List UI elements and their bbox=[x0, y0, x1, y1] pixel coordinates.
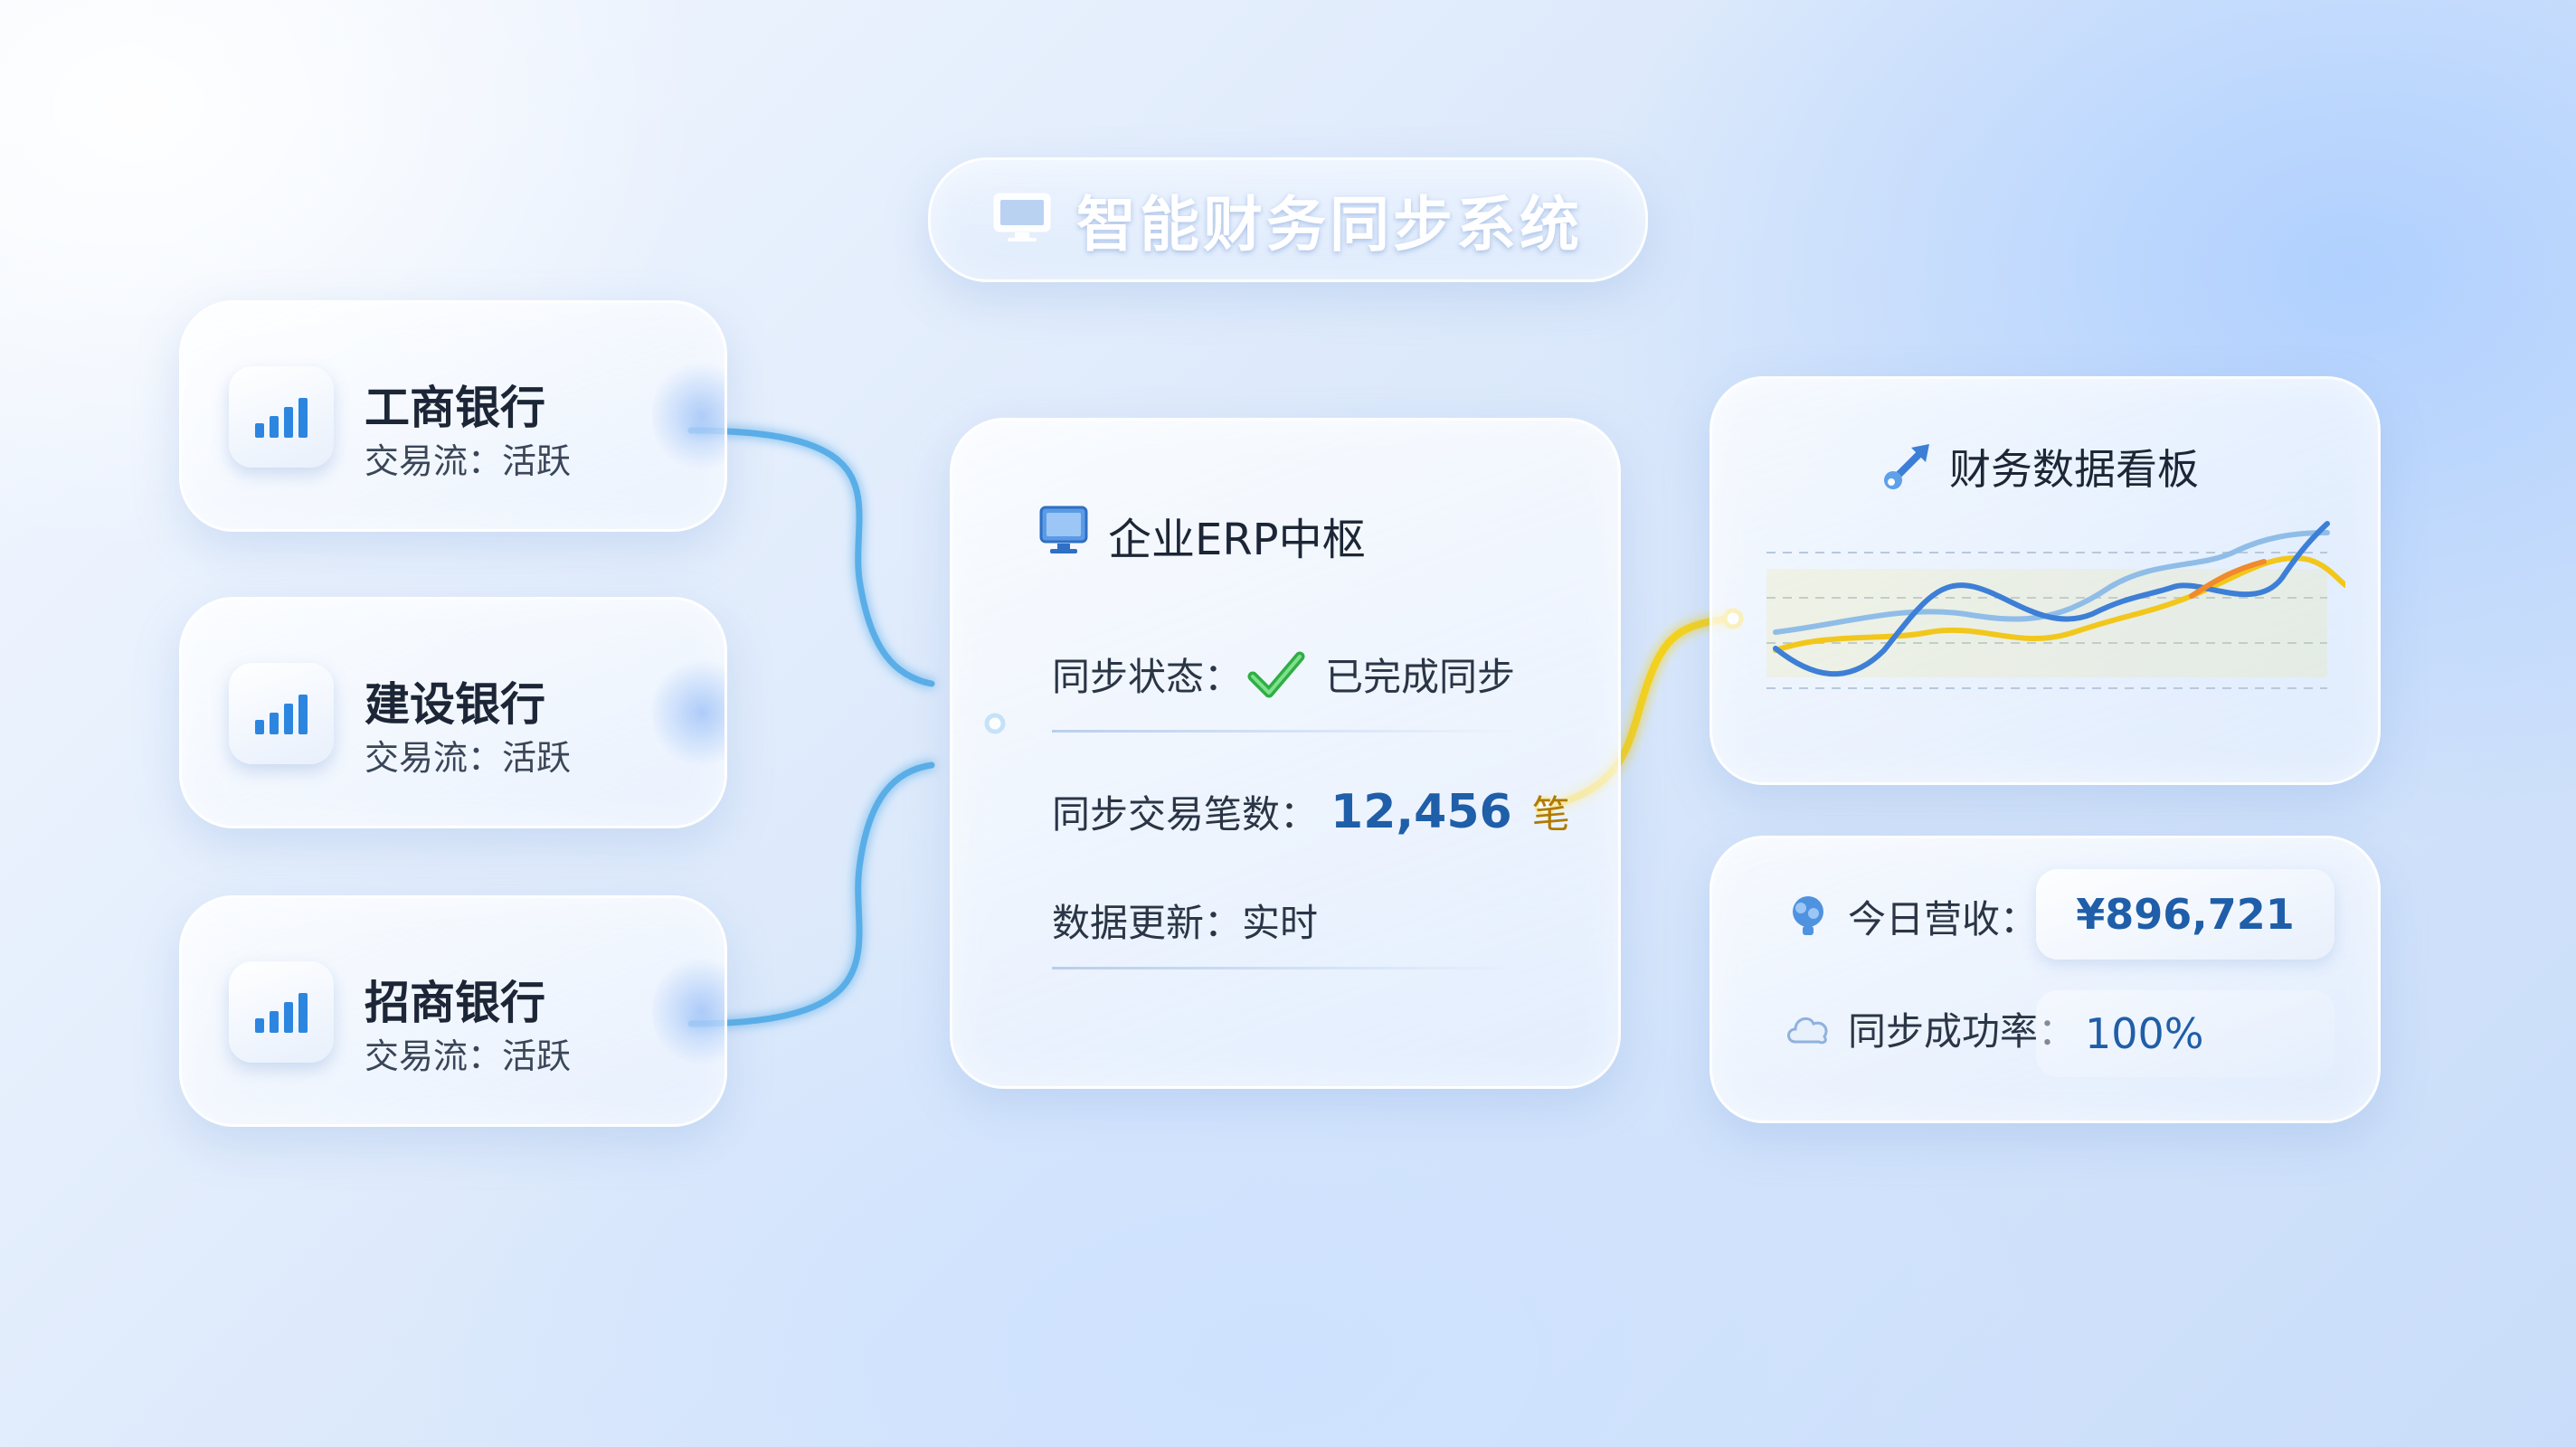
sync-status-label: 同步状态： bbox=[1052, 655, 1243, 699]
rocket-icon bbox=[1880, 437, 1937, 497]
check-icon bbox=[1247, 649, 1305, 700]
revenue-row: 今日营收： bbox=[1785, 889, 2038, 944]
success-rate-label: 同步成功率： bbox=[1848, 1009, 2077, 1054]
bank-card-ccb[interactable]: 建设银行 交易流：活跃 bbox=[179, 597, 727, 828]
stats-panel: 今日营收： ¥896,721 同步成功率： 100% bbox=[1709, 836, 2381, 1123]
update-value: 实时 bbox=[1242, 901, 1319, 945]
bank-flow-status: 交易流：活跃 bbox=[365, 1036, 572, 1076]
connector-bank3 bbox=[687, 761, 935, 1027]
bank-card-icbc[interactable]: 工商银行 交易流：活跃 bbox=[179, 300, 727, 532]
update-label: 数据更新： bbox=[1052, 901, 1243, 945]
bank-card-cmb[interactable]: 招商银行 交易流：活跃 bbox=[179, 895, 727, 1127]
bank-flow-status: 交易流：活跃 bbox=[365, 738, 572, 778]
sync-count-row: 同步交易笔数： 12,456 笔 bbox=[1052, 784, 1570, 839]
sync-count-value: 12,456 bbox=[1331, 784, 1512, 839]
series-line-light bbox=[1773, 530, 2330, 635]
series-line-orange bbox=[2189, 559, 2267, 599]
monitor-icon bbox=[993, 193, 1051, 247]
sync-status-value: 已完成同步 bbox=[1325, 655, 1516, 699]
connector-bank1 bbox=[687, 427, 935, 687]
sync-status-row: 同步状态： 已完成同步 bbox=[1052, 647, 1515, 702]
bank-name: 建设银行 bbox=[365, 678, 545, 731]
divider bbox=[1052, 967, 1522, 969]
series-line-blue bbox=[1773, 521, 2330, 677]
sync-count-unit: 笔 bbox=[1531, 792, 1570, 837]
divider bbox=[1052, 730, 1522, 733]
revenue-value: ¥896,721 bbox=[2036, 869, 2334, 960]
monitor-icon bbox=[1039, 506, 1088, 560]
revenue-label: 今日营收： bbox=[1848, 897, 2039, 941]
update-row: 数据更新： 实时 bbox=[1052, 893, 1318, 948]
bank-name: 招商银行 bbox=[365, 977, 545, 1029]
erp-title: 企业ERP中枢 bbox=[1108, 515, 1366, 565]
cloud-icon bbox=[1785, 1009, 1832, 1049]
title-banner: 智能财务同步系统 bbox=[928, 157, 1648, 282]
page-title: 智能财务同步系统 bbox=[1076, 190, 1583, 260]
signal-bars-icon bbox=[229, 663, 334, 764]
success-rate-value: 100% bbox=[2036, 990, 2334, 1077]
brain-icon bbox=[1785, 894, 1832, 941]
bank-flow-status: 交易流：活跃 bbox=[365, 441, 572, 481]
erp-hub-panel[interactable]: 企业ERP中枢 同步状态： 已完成同步 同步交易笔数： 12,456 笔 数据更… bbox=[950, 418, 1621, 1089]
bank-name: 工商银行 bbox=[365, 382, 545, 434]
dashboard-title: 财务数据看板 bbox=[1949, 445, 2199, 494]
success-rate-row: 同步成功率： bbox=[1785, 1001, 2076, 1056]
signal-bars-icon bbox=[229, 366, 334, 468]
finance-dashboard-panel[interactable]: 财务数据看板 bbox=[1709, 376, 2381, 785]
trend-chart bbox=[1766, 521, 2345, 689]
signal-bars-icon bbox=[229, 961, 334, 1063]
sync-count-label: 同步交易笔数： bbox=[1052, 792, 1319, 837]
